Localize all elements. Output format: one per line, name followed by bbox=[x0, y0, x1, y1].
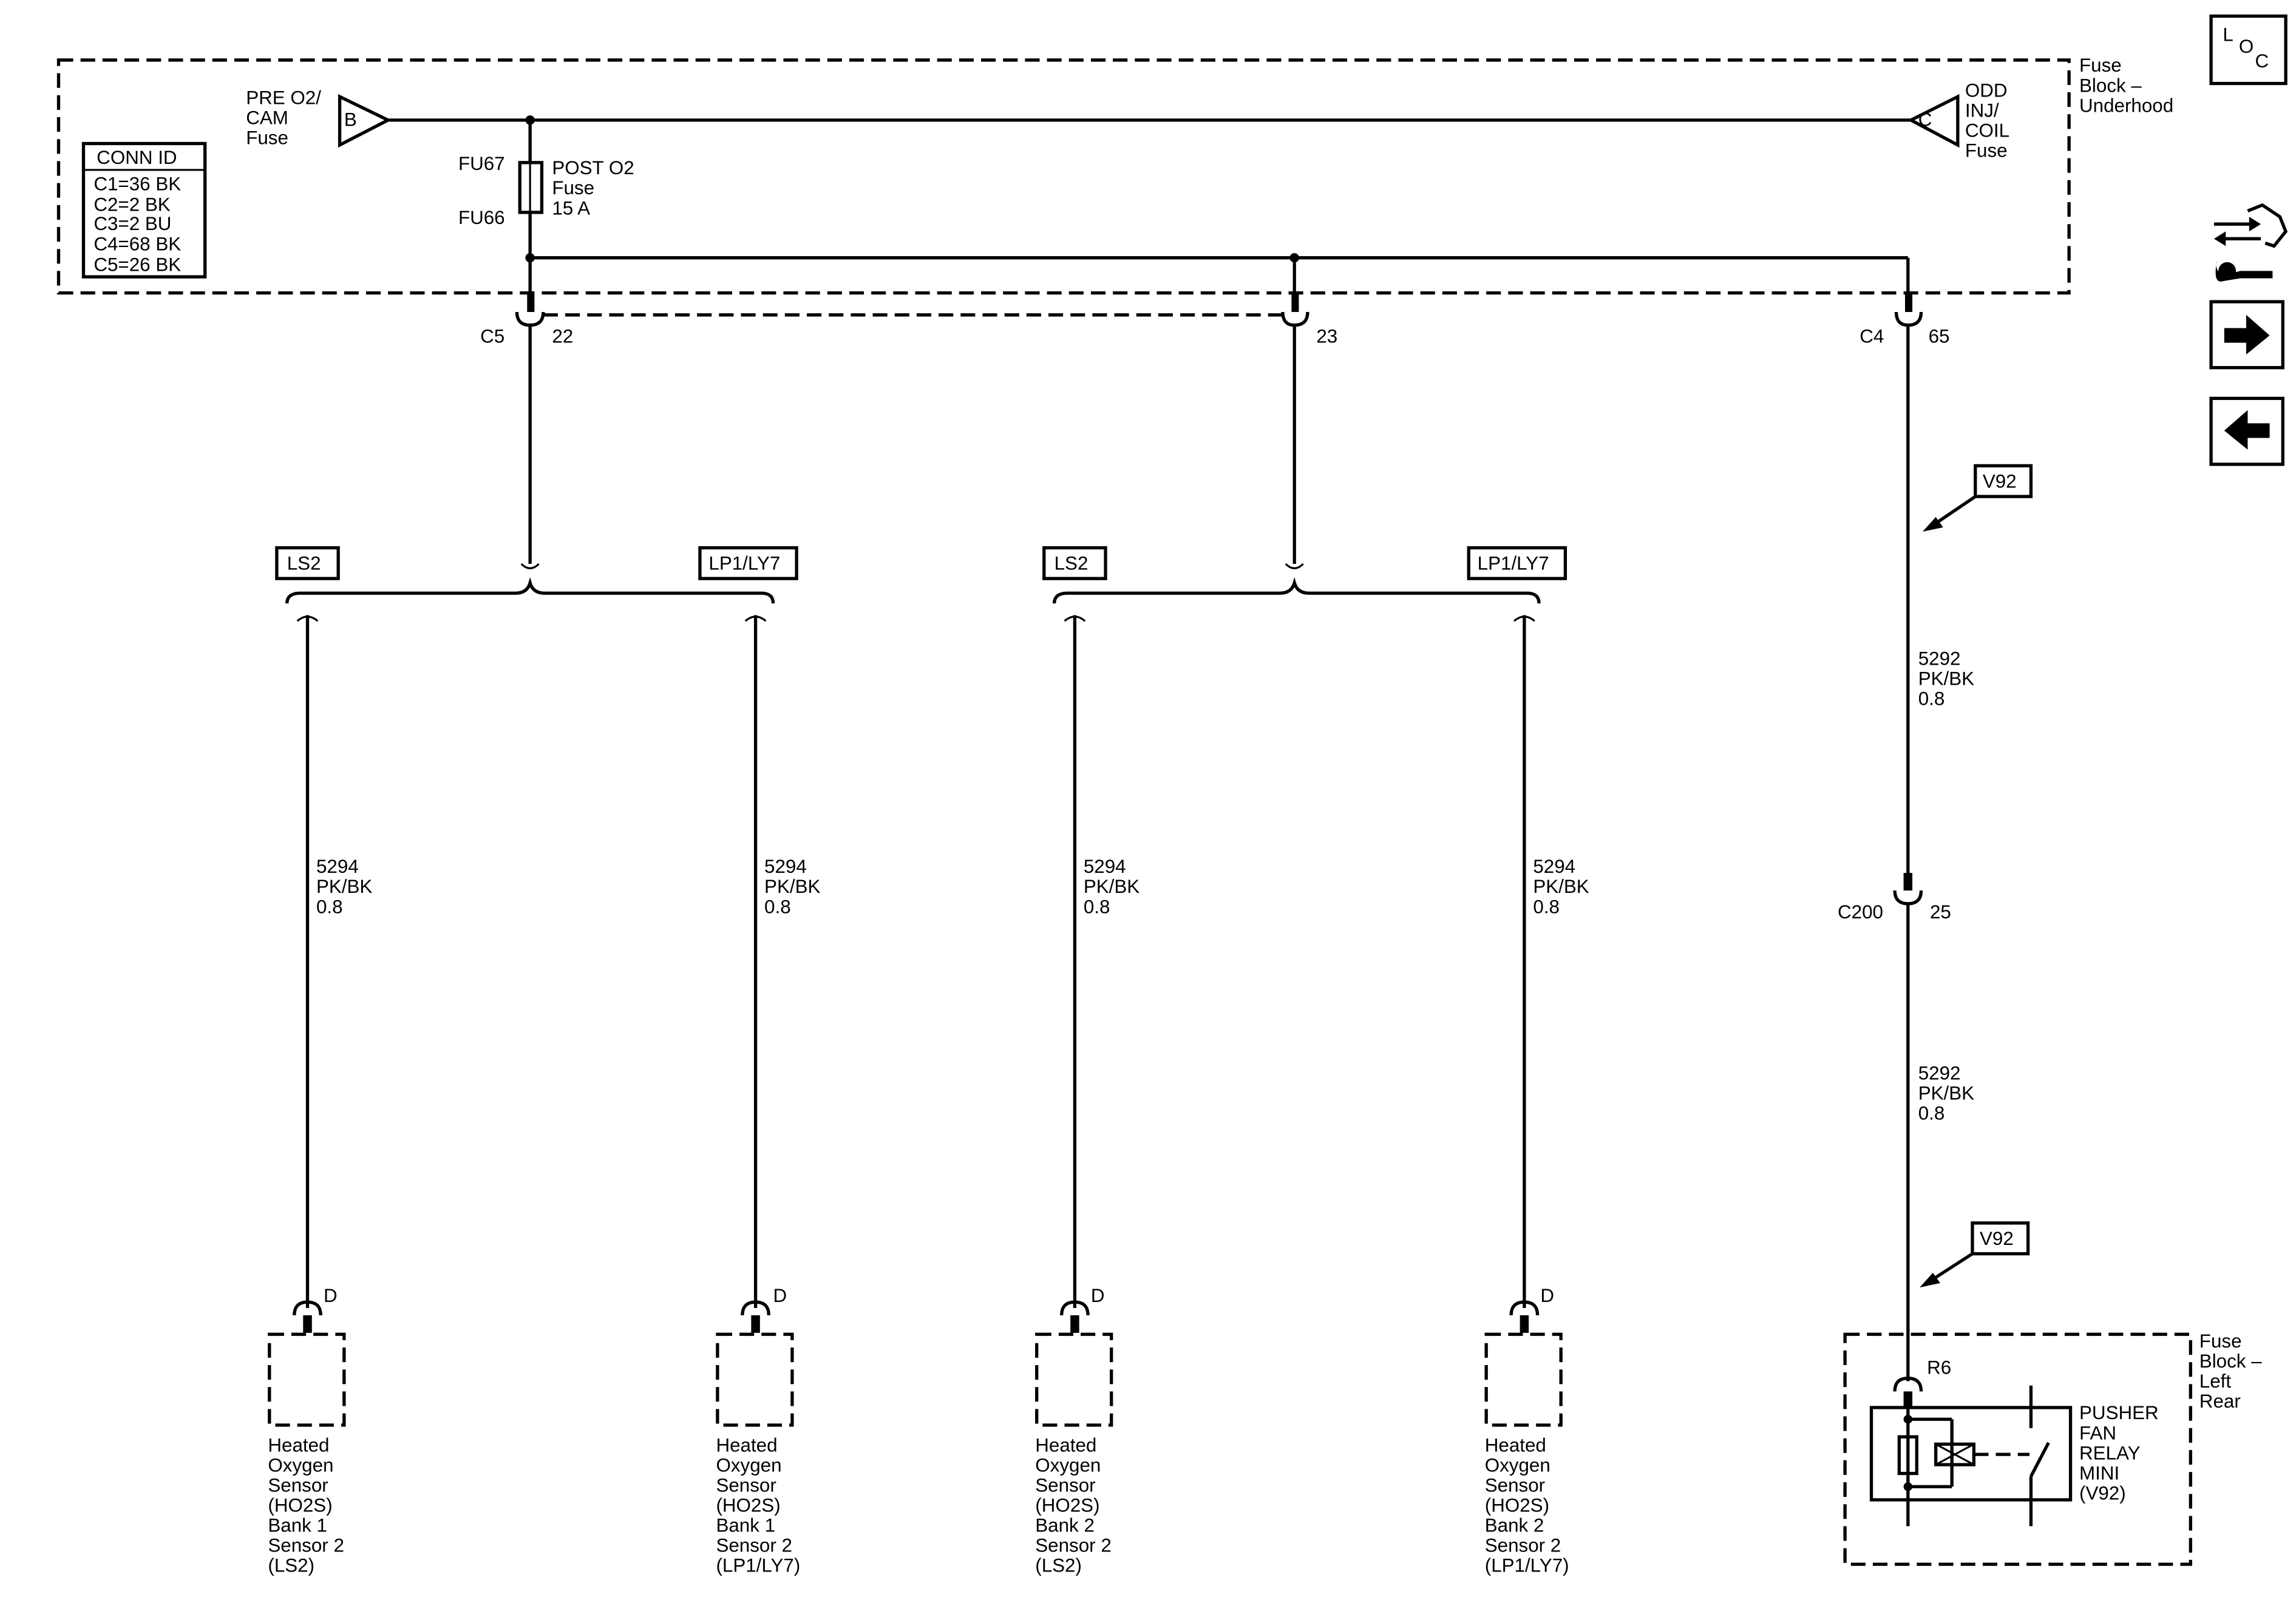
c200-connector-label: C200 bbox=[1838, 901, 1883, 923]
sensor-pin-label: D bbox=[324, 1285, 338, 1306]
v92-option-tag: V92 bbox=[1922, 464, 2033, 532]
conn-id-row: C3=2 BU bbox=[93, 213, 171, 234]
c5-pin-22-terminal bbox=[515, 294, 545, 327]
conn-id-header: CONN ID bbox=[97, 147, 177, 168]
conn-id-row: C5=26 BK bbox=[93, 254, 181, 275]
c4-pin-65-terminal bbox=[1894, 294, 1923, 327]
svg-text:L: L bbox=[2223, 24, 2233, 46]
svg-text:LP1/LY7: LP1/LY7 bbox=[708, 553, 780, 574]
relay-pin-r6-label: R6 bbox=[1927, 1357, 1951, 1378]
splice-dot bbox=[525, 253, 535, 263]
svg-text:C: C bbox=[2255, 50, 2269, 72]
option-split-bracket bbox=[1052, 577, 1541, 604]
previous-arrow-icon bbox=[2224, 410, 2270, 450]
svg-text:LS2: LS2 bbox=[1055, 553, 1089, 574]
svg-text:O: O bbox=[2239, 36, 2254, 57]
sensor-pin-label: D bbox=[1540, 1285, 1554, 1306]
conn-id-table: CONN ID C1=36 BK C2=2 BK C3=2 BU C4=68 B… bbox=[81, 141, 207, 279]
v92-option-tag: V92 bbox=[1920, 1221, 2030, 1288]
c200-pin-25-terminal bbox=[1893, 873, 1923, 906]
relay-coil-resistor bbox=[1897, 1435, 1918, 1476]
c4-pin-65-label: 65 bbox=[1929, 326, 1950, 347]
option-break bbox=[520, 563, 540, 569]
svg-text:V92: V92 bbox=[1983, 471, 2017, 492]
harness-routing-icon[interactable] bbox=[2215, 260, 2273, 282]
ls2-option-tag: LS2 bbox=[275, 546, 340, 580]
left-rear-fuse-block-outline bbox=[1843, 1332, 2192, 1566]
pre-o2-cam-pin: B bbox=[344, 109, 357, 131]
sensor-pin-label: D bbox=[1091, 1285, 1105, 1306]
fuse-terminal-fu66: FU66 bbox=[458, 207, 505, 228]
ls2-option-tag: LS2 bbox=[1042, 546, 1107, 580]
svg-text:LS2: LS2 bbox=[287, 553, 321, 574]
c5-pin-23-terminal bbox=[1281, 294, 1309, 327]
c5-pin-22-label: 22 bbox=[552, 326, 573, 347]
lp1-ly7-option-tag: LP1/LY7 bbox=[1467, 546, 1567, 580]
next-page-button[interactable] bbox=[2209, 300, 2284, 370]
c4-connector-label: C4 bbox=[1860, 326, 1884, 347]
option-break bbox=[1285, 563, 1304, 569]
lp1-ly7-option-tag: LP1/LY7 bbox=[698, 546, 798, 580]
svg-text:LP1/LY7: LP1/LY7 bbox=[1478, 553, 1549, 574]
odd-inj-coil-pin: C bbox=[1918, 109, 1932, 131]
option-split-bracket bbox=[285, 577, 775, 604]
conn-id-row: C1=36 BK bbox=[93, 174, 181, 195]
next-arrow-icon bbox=[2224, 314, 2270, 354]
conn-id-row: C4=68 BK bbox=[93, 234, 181, 255]
svg-text:V92: V92 bbox=[1980, 1228, 2014, 1249]
loc-button[interactable]: L O C bbox=[2209, 14, 2288, 86]
c5-connector-label: C5 bbox=[480, 326, 504, 347]
component-locator-icon[interactable] bbox=[2213, 203, 2288, 248]
conn-id-row: C2=2 BK bbox=[93, 194, 170, 215]
fuse-terminal-fu67: FU67 bbox=[458, 153, 505, 174]
c5-pin-23-label: 23 bbox=[1316, 326, 1337, 347]
sensor-pin-label: D bbox=[773, 1285, 787, 1306]
previous-page-button[interactable] bbox=[2209, 396, 2284, 466]
c200-pin-25-label: 25 bbox=[1930, 901, 1951, 923]
